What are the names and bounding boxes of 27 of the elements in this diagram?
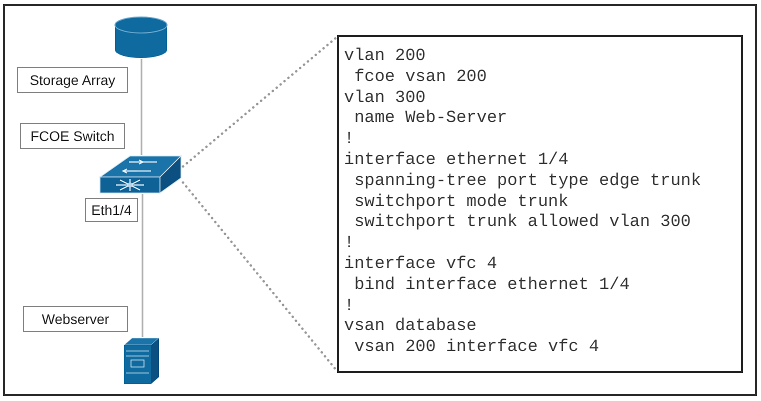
config-panel [337, 35, 743, 373]
code-line: bind interface ethernet 1/4 [353, 276, 630, 297]
code-line: vlan 200 [344, 47, 426, 68]
code-line: vsan database [344, 317, 477, 338]
dotted-callout-line [182, 181, 338, 372]
database-icon [114, 16, 168, 59]
code-line: name Web-Server [353, 109, 508, 130]
device-label: FCOE Switch [20, 123, 125, 149]
code-line: ! [344, 234, 354, 255]
port-label: Eth1/4 [85, 198, 138, 222]
code-line: switchport trunk allowed vlan 300 [353, 213, 691, 234]
device-label: Storage Array [17, 67, 128, 93]
dotted-callout-line [182, 36, 338, 168]
code-line: spanning-tree port type edge trunk [353, 172, 702, 193]
code-line: fcoe vsan 200 [353, 68, 487, 89]
code-line: switchport mode trunk [353, 192, 568, 214]
connection-line [142, 194, 144, 337]
code-line: ! [344, 296, 354, 318]
connection-line [140, 59, 142, 155]
network-switch-icon [99, 155, 182, 194]
code-line: vlan 300 [344, 88, 426, 110]
device-label: Webserver [23, 306, 128, 332]
code-line: interface vfc 4 [344, 254, 498, 276]
server-icon [124, 337, 159, 384]
code-line: interface ethernet 1/4 [344, 150, 568, 172]
code-line: vsan 200 interface vfc 4 [353, 338, 600, 359]
code-line: ! [344, 130, 354, 151]
